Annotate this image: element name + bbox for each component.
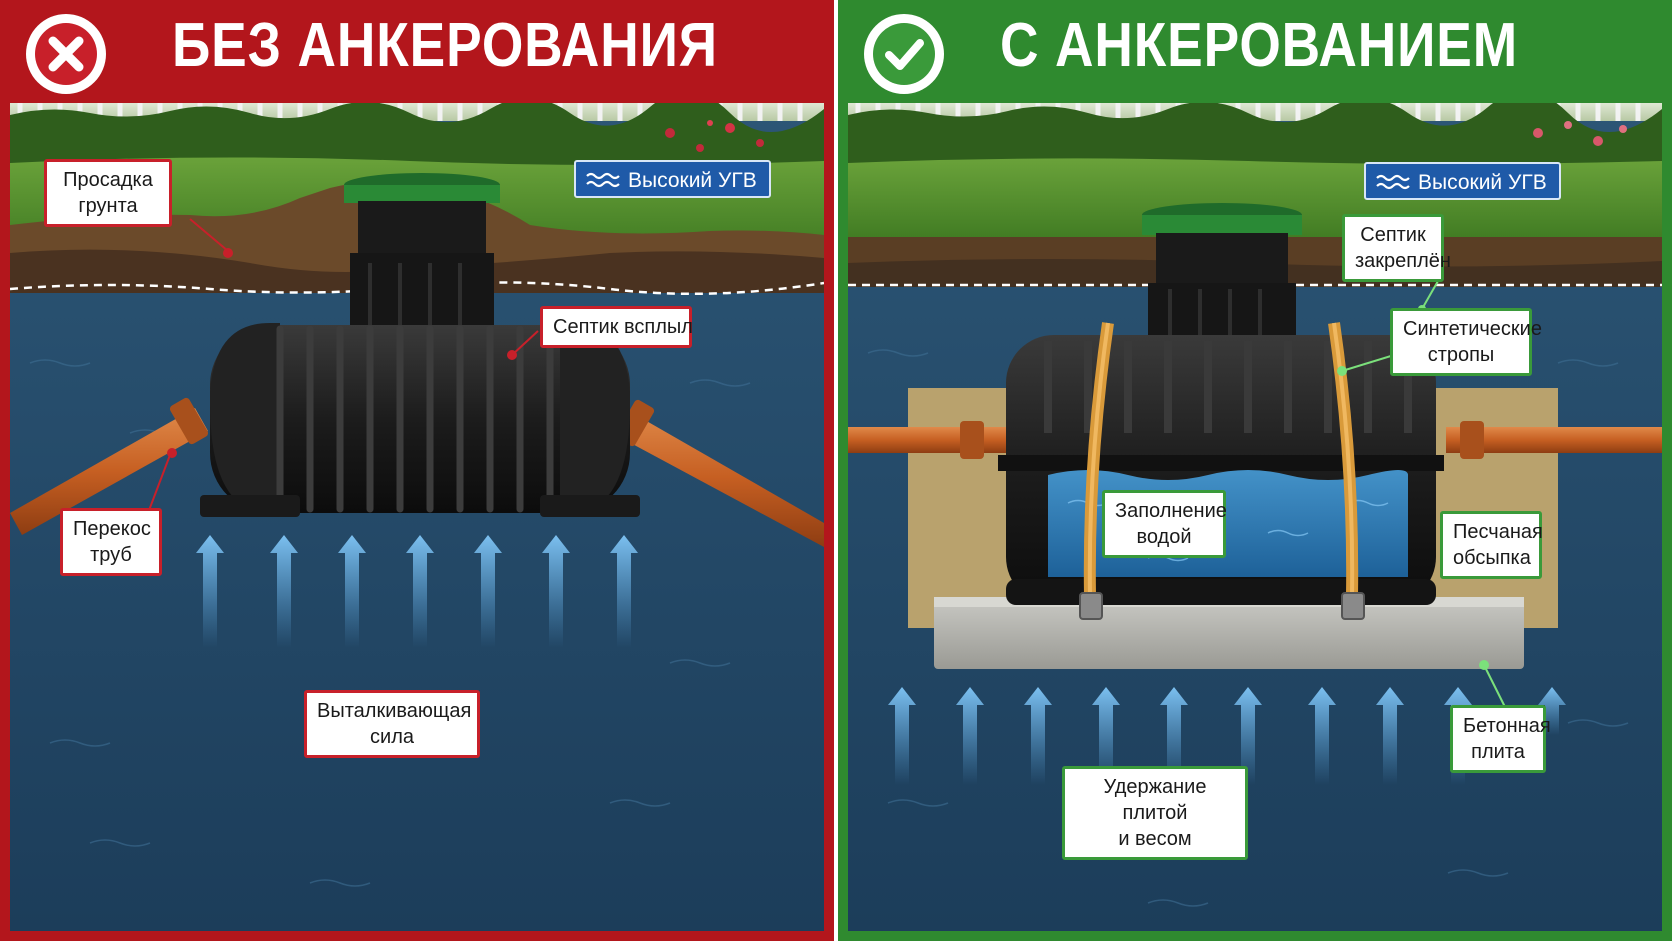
panel-header: С АНКЕРОВАНИЕМ: [838, 0, 1672, 100]
panel-with-anchoring: С АНКЕРОВАНИЕМ: [838, 0, 1672, 941]
callout-subsidence: Просадка грунта: [44, 159, 172, 227]
high-groundwater-badge: Высокий УГВ: [574, 160, 771, 198]
scene-without-anchoring: [10, 103, 824, 931]
callout-hold-by-slab: Удержание плитой и весом: [1062, 766, 1248, 860]
badge-label: Высокий УГВ: [1418, 171, 1547, 194]
cross-icon: [26, 14, 106, 94]
panel-header: БЕЗ АНКЕРОВАНИЯ: [0, 0, 834, 100]
wave-icon: [1376, 174, 1410, 190]
check-icon: [864, 14, 944, 94]
callout-sand-backfill: Песчаная обсыпка: [1440, 511, 1543, 579]
wave-icon: [586, 172, 620, 188]
panel-without-anchoring: БЕЗ АНКЕРОВАНИЯ: [0, 0, 834, 941]
callout-buoyancy: Выталкивающая сила: [304, 690, 480, 758]
panel-title: БЕЗ АНКЕРОВАНИЯ: [172, 11, 718, 80]
callout-synthetic-straps: Синтетические стропы: [1390, 308, 1542, 376]
badge-label: Высокий УГВ: [628, 169, 757, 192]
callout-concrete-slab: Бетонная плита: [1450, 705, 1551, 773]
panel-title: С АНКЕРОВАНИЕМ: [1000, 11, 1518, 80]
callout-tank-fixed: Септик закреплён: [1342, 214, 1451, 282]
high-groundwater-badge: Высокий УГВ: [1364, 162, 1561, 200]
callout-water-fill: Заполнение водой: [1102, 490, 1227, 558]
callout-pipe-skew: Перекос труб: [60, 508, 162, 576]
callout-tank-floated: Септик всплыл: [540, 306, 693, 348]
